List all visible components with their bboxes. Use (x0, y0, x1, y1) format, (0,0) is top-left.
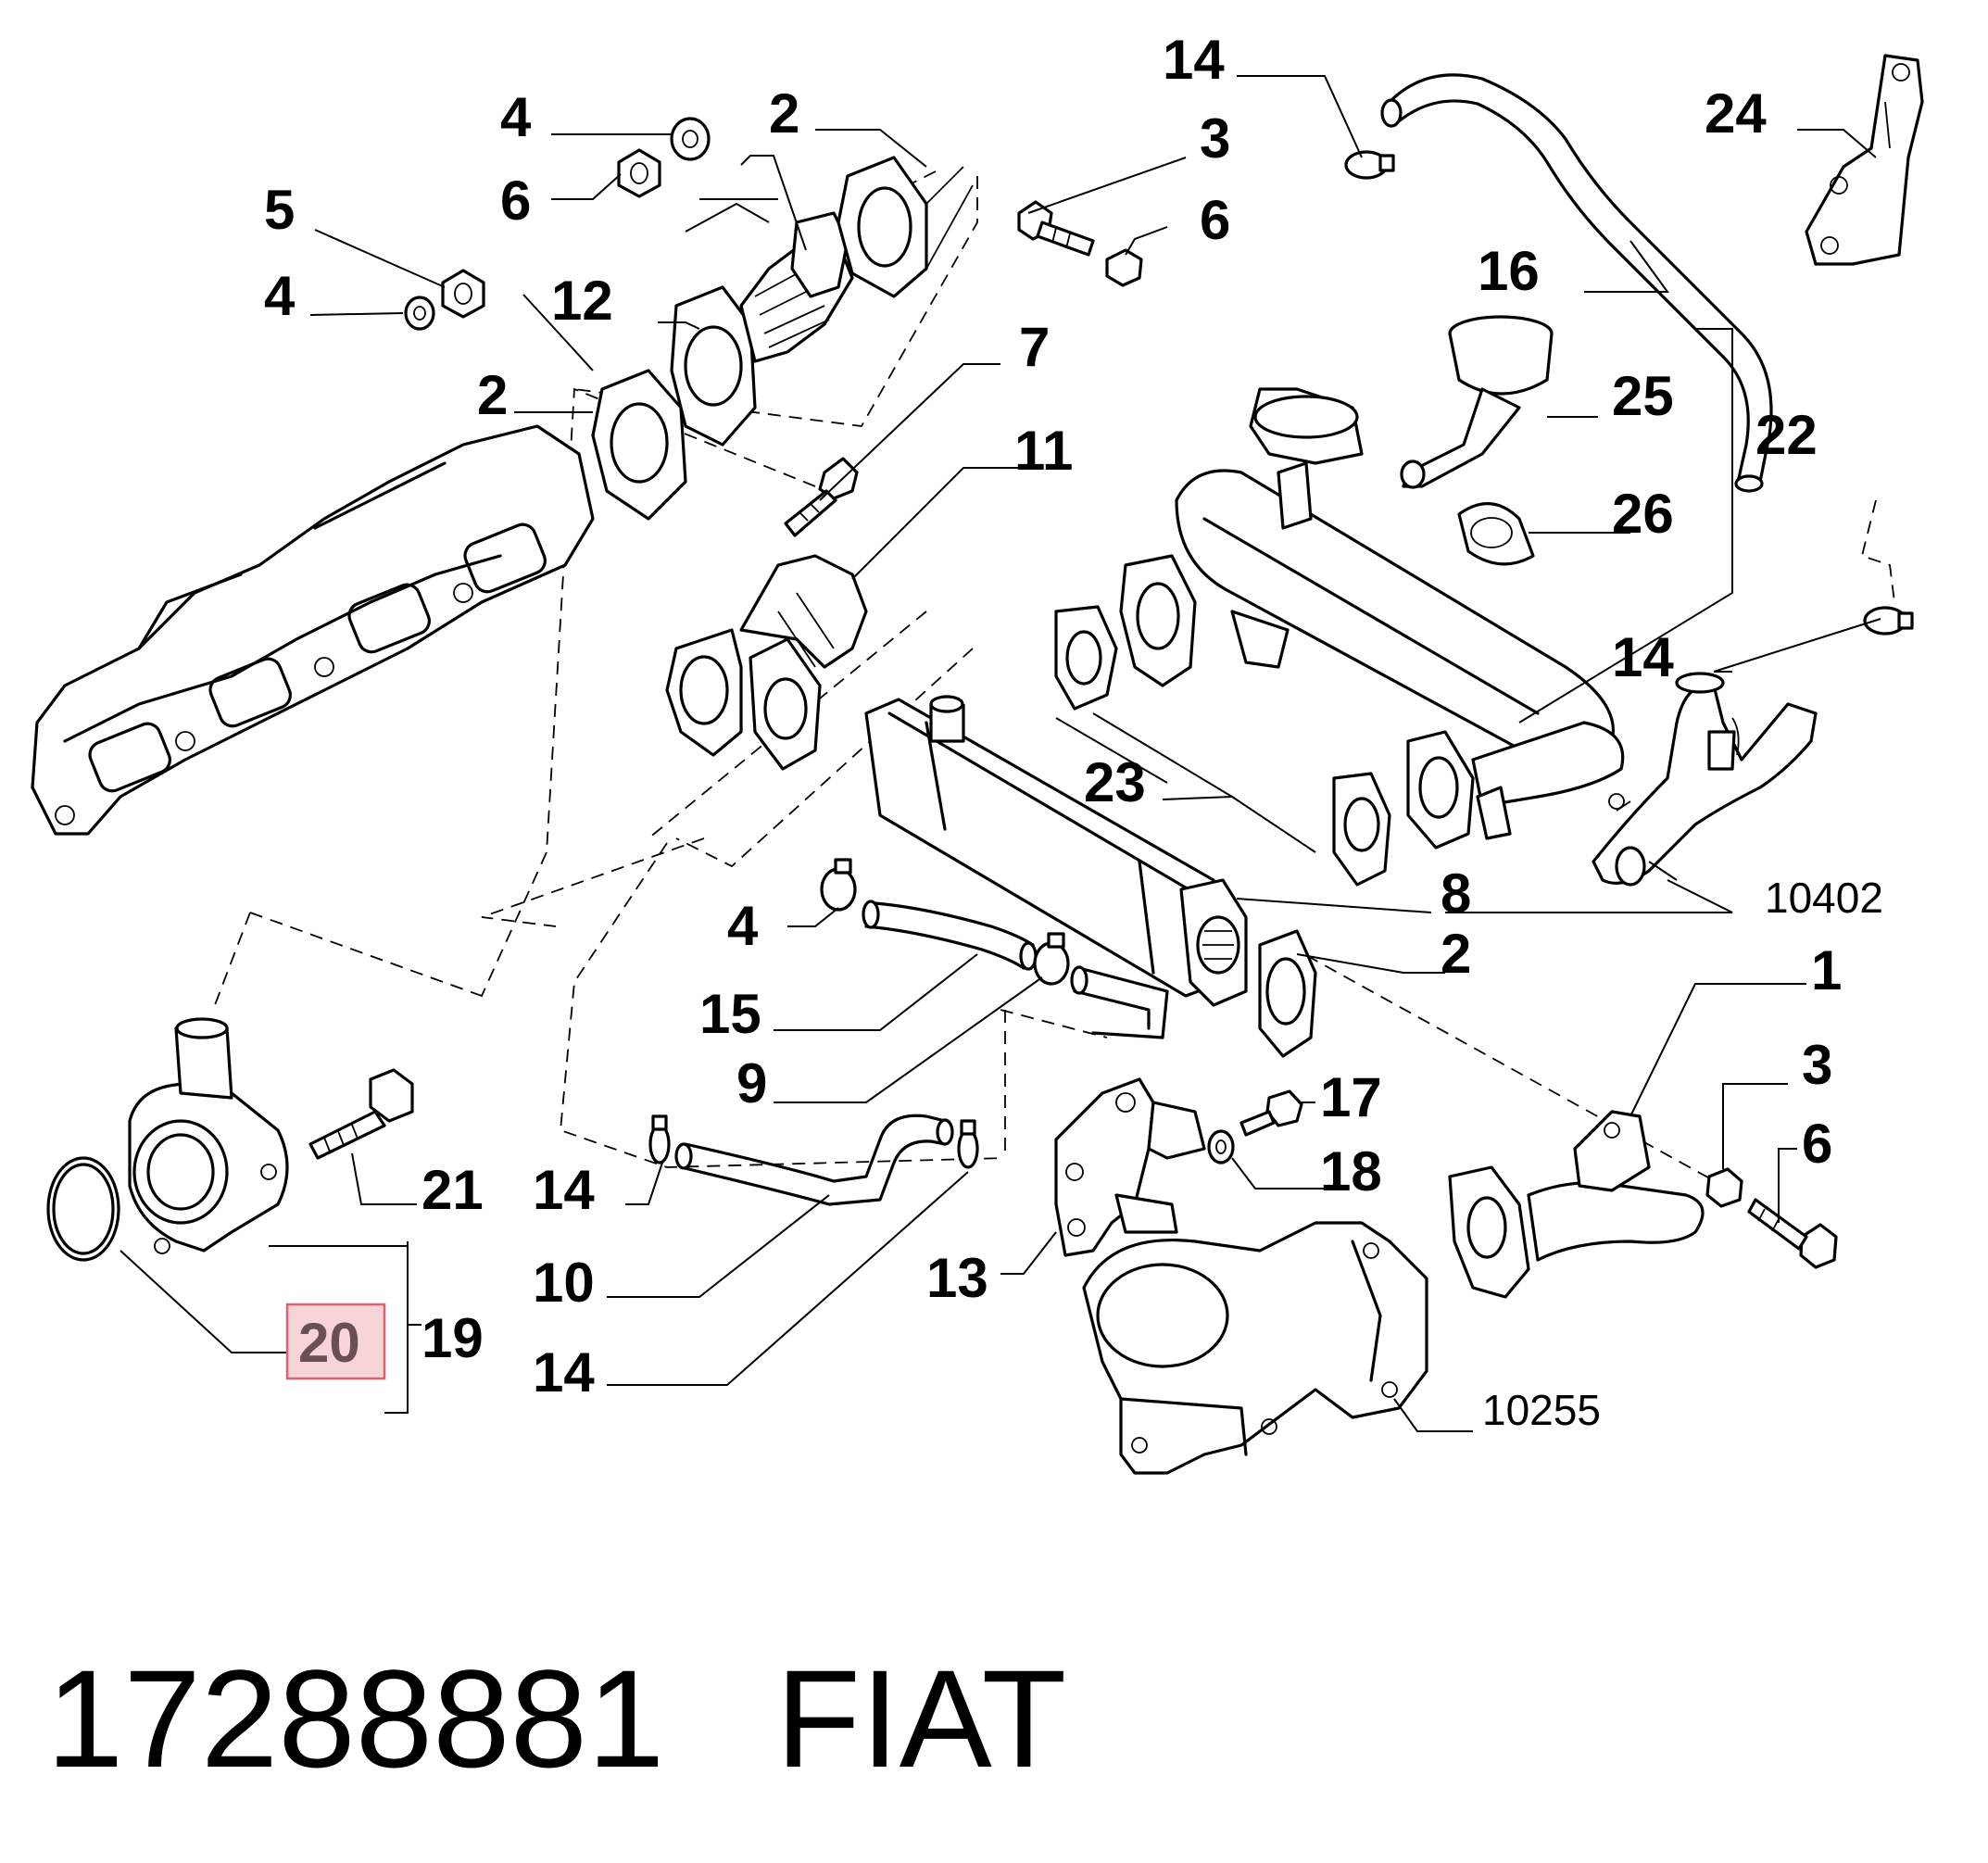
callout-6: 6 (500, 170, 531, 232)
callout-14: 14 (1612, 626, 1674, 688)
callout-14: 14 (533, 1341, 595, 1404)
actuator-25 (1400, 315, 1554, 489)
callout-25: 25 (1612, 365, 1674, 427)
bolt-6-right (1747, 1198, 1838, 1269)
washer-4-left (404, 296, 435, 331)
callout-11: 11 (1014, 420, 1073, 482)
egr-valve-22 (1119, 387, 1625, 850)
nut-6-top (617, 148, 661, 198)
reference-10255: 10255 (1482, 1386, 1601, 1434)
bolt-17 (1239, 1089, 1303, 1137)
callout-17: 17 (1320, 1066, 1382, 1128)
pipe-10402 (1592, 672, 1818, 887)
callout-2: 2 (1441, 923, 1471, 985)
pipe-1 (1448, 1110, 1705, 1299)
callout-4: 4 (264, 265, 296, 327)
callout-5: 5 (264, 179, 295, 241)
gasket-2-cooler (1258, 929, 1317, 1058)
clamp-14-right (1863, 606, 1914, 636)
callout-18: 18 (1320, 1140, 1382, 1202)
callout-2: 2 (477, 364, 508, 426)
callout-14: 14 (1163, 29, 1225, 91)
hose-15 (862, 900, 1038, 971)
reference-10402: 10402 (1765, 874, 1883, 922)
exhaust-manifold (31, 424, 595, 836)
clamp-26 (1457, 502, 1535, 566)
callout-22: 22 (1755, 404, 1818, 466)
gasket-2-top (837, 156, 928, 298)
gasket-23-left (1054, 605, 1118, 711)
callout-16: 16 (1478, 240, 1540, 302)
callout-23: 23 (1084, 751, 1146, 813)
nut-3 (1705, 1167, 1743, 1208)
nut-6-mid (1105, 248, 1143, 287)
callout-1: 1 (1811, 939, 1842, 1001)
callout-19: 19 (422, 1307, 484, 1369)
callout-21: 21 (422, 1159, 484, 1221)
callout-13: 13 (926, 1247, 988, 1309)
callout-2: 2 (769, 82, 799, 145)
callout-20-highlight (285, 1303, 386, 1380)
washer-4-top (670, 117, 711, 161)
callout-7: 7 (1019, 316, 1050, 378)
callout-14: 14 (533, 1159, 595, 1221)
bolt-7 (784, 457, 859, 537)
hose-16 (1380, 73, 1773, 493)
bracket-13 (1054, 1077, 1206, 1257)
clamp-4 (820, 858, 857, 912)
clamp-14-pipe-right (957, 1119, 979, 1169)
exploded-parts-diagram: 4 2 5 6 4 12 2 14 3 6 24 16 7 11 25 22 2… (31, 29, 1924, 1475)
callout-15: 15 (699, 983, 761, 1045)
callout-26: 26 (1612, 483, 1674, 545)
gasket-2-left (591, 369, 687, 521)
o-ring-20 (46, 1156, 120, 1262)
callout-6: 6 (1200, 189, 1230, 251)
thermostat-housing-19 (128, 1017, 289, 1254)
part-caption: 17288881 FIAT (46, 1640, 1899, 1797)
washer-18 (1207, 1129, 1235, 1164)
gasket-edge-lines (925, 166, 974, 270)
callout-24: 24 (1705, 82, 1767, 145)
bolt-21 (308, 1068, 414, 1160)
callout-4: 4 (727, 895, 759, 957)
callout-20: 20 (298, 1312, 360, 1374)
callout-3: 3 (1802, 1034, 1832, 1096)
elbow-10255 (1082, 1221, 1428, 1475)
leader-lines (120, 75, 1881, 1432)
callout-10: 10 (533, 1252, 595, 1314)
clamp-14-top (1344, 150, 1395, 180)
part-number: 17288881 (46, 1641, 665, 1796)
brand-name: FIAT (775, 1641, 1067, 1796)
callout-4: 4 (500, 86, 532, 148)
gasket-23-right (1332, 772, 1391, 887)
assembly-dashed-lines (212, 170, 1895, 1187)
callout-8: 8 (1441, 862, 1471, 925)
callout-6: 6 (1802, 1113, 1832, 1175)
callout-labels: 4 2 5 6 4 12 2 14 3 6 24 16 7 11 25 22 2… (264, 29, 1883, 1434)
egr-cooler-8 (864, 695, 1248, 1007)
pipe-9 (1070, 965, 1169, 1039)
egr-flange-11 (665, 554, 868, 771)
clamp-9 (1033, 932, 1070, 986)
callout-3: 3 (1200, 107, 1230, 170)
pipe-10 (674, 1114, 954, 1206)
callout-9: 9 (736, 1052, 767, 1114)
clamp-14-pipe-left (648, 1114, 671, 1164)
callout-12: 12 (551, 270, 613, 332)
bolt-3-top (1017, 200, 1095, 257)
bracket-24 (1805, 54, 1924, 266)
nut-5 (441, 269, 485, 319)
